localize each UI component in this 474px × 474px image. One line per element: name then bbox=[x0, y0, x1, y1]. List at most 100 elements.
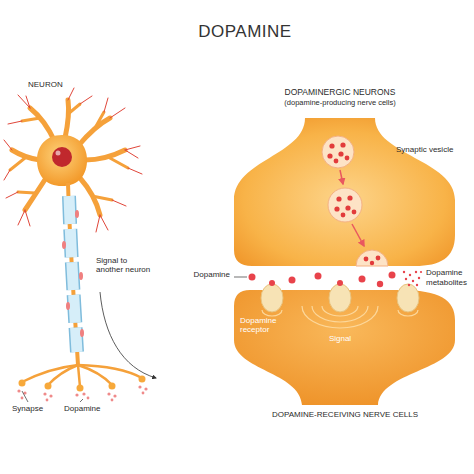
vesicle-dopamine bbox=[376, 256, 381, 261]
vesicle-dopamine bbox=[341, 213, 346, 218]
vesicle-dopamine bbox=[370, 261, 374, 265]
cleft-dopamine bbox=[249, 274, 256, 281]
axon bbox=[69, 196, 77, 352]
axon bbox=[69, 196, 77, 352]
vesicle-dopamine bbox=[345, 205, 350, 210]
cleft-dopamine bbox=[315, 273, 322, 280]
dopamine-metabolites bbox=[408, 284, 410, 286]
section-label: DOPAMINERGIC NEURONS bbox=[255, 88, 425, 98]
cleft-dopamine bbox=[289, 277, 296, 284]
dendrite-fibres bbox=[100, 215, 108, 230]
myelin-nuclei bbox=[62, 241, 66, 249]
synaptic-vesicles bbox=[328, 188, 362, 222]
cell-body bbox=[56, 151, 61, 156]
signal-arrow bbox=[100, 292, 156, 378]
cleft-dopamine bbox=[377, 281, 383, 287]
dopamine-receptors bbox=[261, 284, 283, 312]
axon-terminals bbox=[22, 365, 142, 387]
dopamine-metabolites bbox=[420, 271, 422, 273]
dendrites bbox=[18, 192, 35, 193]
dopamine-metabolites bbox=[412, 280, 414, 282]
dendrites bbox=[30, 108, 55, 142]
dendrites bbox=[78, 118, 110, 146]
myelin-nuclei bbox=[79, 272, 83, 280]
dendrite-fibres bbox=[96, 215, 100, 232]
dendrites bbox=[65, 100, 69, 138]
dendrite-fibres bbox=[112, 200, 126, 206]
dopamine-dots bbox=[87, 397, 90, 400]
axon-terminals bbox=[78, 365, 80, 387]
axon bbox=[68, 183, 78, 365]
terminal-bulbs bbox=[77, 385, 84, 392]
dendrites bbox=[10, 158, 25, 170]
vesicle-dopamine bbox=[352, 210, 357, 215]
myelin-nuclei bbox=[62, 210, 84, 337]
vesicle-dopamine bbox=[336, 196, 341, 201]
dendrite-fibres bbox=[128, 168, 142, 174]
vesicle-arrows bbox=[352, 224, 364, 246]
dopamine-metabolites bbox=[416, 284, 418, 286]
dendrites bbox=[22, 118, 40, 121]
cleft-dopamine bbox=[249, 272, 396, 288]
dopamine-dots bbox=[46, 399, 49, 402]
vesicle-dopamine bbox=[327, 153, 332, 158]
dendrite-fibres bbox=[125, 150, 138, 158]
myelin-nuclei bbox=[75, 210, 79, 218]
cell-body bbox=[37, 135, 87, 186]
part-label: Dopamine metabolites bbox=[426, 268, 470, 287]
dendrite-fibres bbox=[4, 170, 10, 180]
cell-body bbox=[37, 135, 87, 186]
synaptic-vesicles bbox=[322, 136, 354, 168]
myelin-nuclei bbox=[80, 329, 84, 337]
part-label: Signal bbox=[320, 334, 360, 343]
terminal-bulbs bbox=[45, 383, 52, 390]
dopamine-receptors bbox=[261, 284, 419, 312]
part-label: Synaptic vesicle bbox=[396, 145, 468, 154]
dopamine-metabolites bbox=[409, 274, 411, 276]
dopamine-dots bbox=[17, 389, 20, 392]
terminal-bulbs bbox=[109, 383, 116, 390]
cleft-dopamine bbox=[359, 276, 366, 283]
axon-terminals bbox=[78, 365, 142, 378]
dopamine-dots bbox=[107, 392, 110, 395]
dopamine-dots bbox=[21, 397, 24, 400]
dendrite-fibres bbox=[4, 140, 12, 150]
dopamine-receptors bbox=[329, 284, 351, 312]
vesicle-dopamine bbox=[327, 142, 380, 265]
vesicle-arrows bbox=[340, 170, 343, 184]
vesicle-dopamine bbox=[347, 195, 352, 200]
terminal-bulbs bbox=[19, 376, 146, 392]
dopamine-metabolites bbox=[403, 271, 405, 273]
vesicle-dopamine bbox=[340, 142, 345, 147]
vesicle-dopamine bbox=[334, 159, 339, 164]
section-sublabel: (dopamine-producing nerve cells) bbox=[250, 99, 430, 108]
dendrites bbox=[85, 150, 125, 160]
dendrite-fibres bbox=[25, 210, 30, 226]
cleft-dopamine bbox=[389, 272, 396, 279]
part-label: Dopamine bbox=[64, 404, 110, 413]
cleft-dopamine bbox=[337, 280, 343, 286]
dendrite-fibres bbox=[6, 192, 18, 198]
dopamine-metabolites bbox=[403, 271, 422, 286]
axon bbox=[68, 183, 78, 365]
dopamine-dots bbox=[49, 394, 52, 397]
section-label: DOPAMINE-RECEIVING NERVE CELLS bbox=[245, 410, 445, 419]
part-label: Dopamine bbox=[184, 270, 230, 279]
section-label: NEURON bbox=[28, 80, 78, 89]
dendrite-fibres bbox=[8, 121, 22, 124]
dendrite-fibres bbox=[110, 108, 125, 118]
synaptic-vesicles bbox=[356, 250, 388, 266]
dopamine-dots bbox=[17, 385, 147, 401]
presynaptic-terminal bbox=[234, 118, 455, 266]
dopamine-dots bbox=[113, 394, 116, 397]
dopamine-dots bbox=[75, 393, 78, 396]
vesicle-dopamine bbox=[329, 143, 334, 148]
dopamine-dots bbox=[144, 387, 147, 390]
dendrite-fibres bbox=[18, 95, 30, 108]
arrow-label: Signal to another neuron bbox=[96, 256, 154, 274]
dopamine-dots bbox=[82, 392, 85, 395]
axon-terminals bbox=[48, 365, 78, 385]
dendrite-fibres bbox=[80, 96, 92, 104]
